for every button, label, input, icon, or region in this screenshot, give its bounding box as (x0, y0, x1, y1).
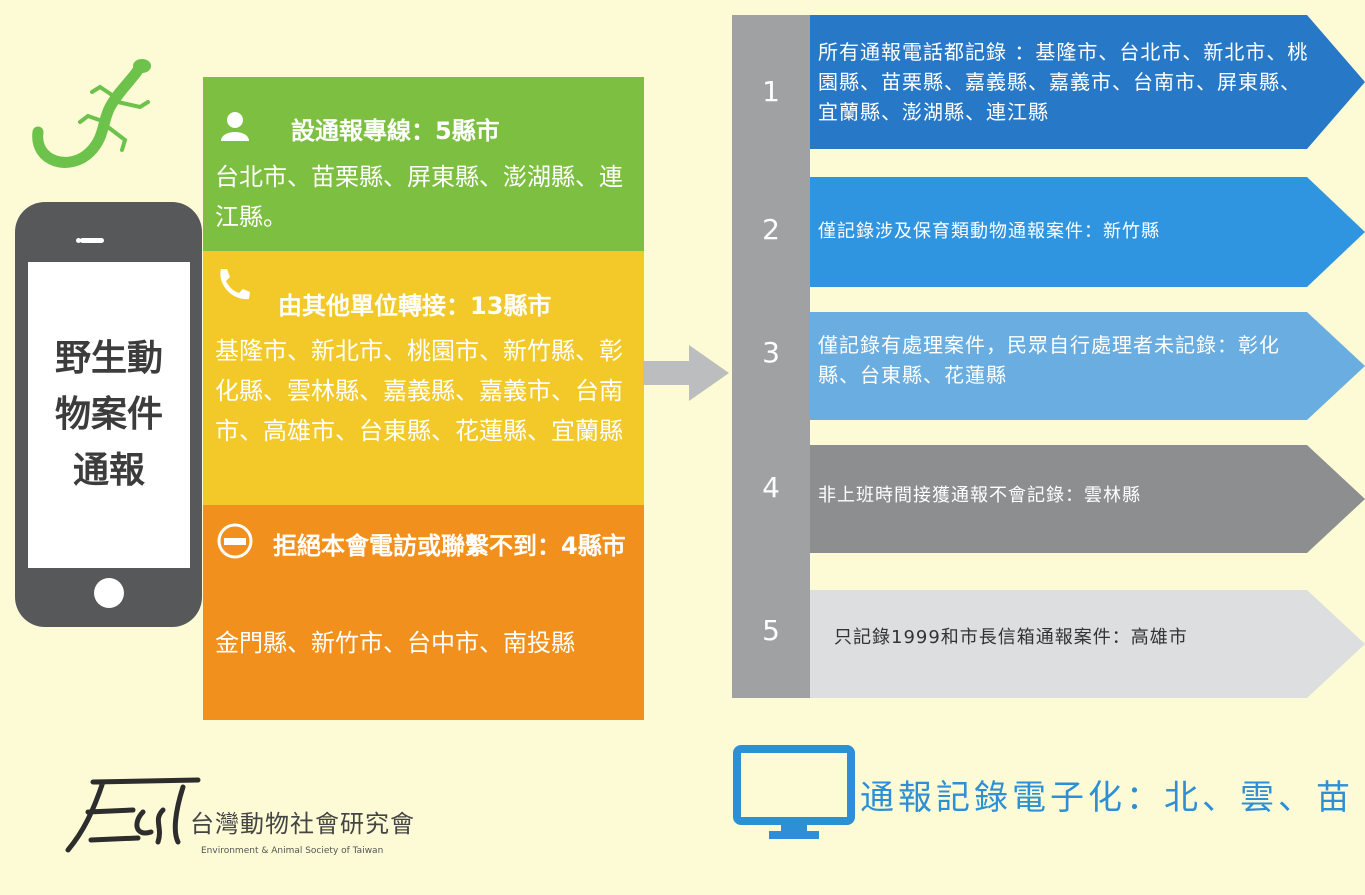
transfer-title: 由其他單位轉接：13縣市 (278, 292, 552, 320)
list-item-arrow-shape (810, 590, 1365, 698)
list-item-number: 3 (762, 336, 780, 369)
digitization-note: 通報記錄電子化：北、雲、苗 (860, 778, 1354, 818)
phone-home-button (94, 578, 124, 608)
organization-english-name: Environment & Animal Society of Taiwan (201, 846, 384, 856)
list-item-text: 所有通報電話都記錄 ：基隆市、台北市、新北市、桃園縣、苗栗縣、嘉義縣、嘉義市、台… (818, 40, 1309, 124)
transfer-block: 由其他單位轉接：13縣市 基隆市、新北市、桃園市、新竹縣、彰化縣、雲林縣、嘉義縣… (203, 251, 644, 505)
list-item-text: 僅記錄有處理案件，民眾自行處理者未記錄：彰化縣、台東縣、花蓮縣 (818, 333, 1280, 387)
east-script-logo (65, 777, 201, 853)
hotline-block: 設通報專線：5縣市 台北市、苗栗縣、屏東縣、澎湖縣、連江縣。 (203, 77, 644, 251)
list-item-text: 只記錄1999和市長信箱通報案件：高雄市 (834, 627, 1188, 648)
list-item: 4 非上班時間接獲通報不會記錄：雲林縣 (732, 445, 1365, 553)
hotline-body: 台北市、苗栗縣、屏東縣、澎湖縣、連江縣。 (215, 163, 623, 231)
hotline-title: 設通報專線：5縣市 (291, 117, 500, 145)
list-item-number: 1 (762, 75, 780, 108)
list-number-column (732, 15, 810, 698)
list-item: 3 僅記錄有處理案件，民眾自行處理者未記錄：彰化縣、台東縣、花蓮縣 (732, 312, 1365, 420)
phone-camera-dot (76, 238, 81, 243)
list-item-arrow-shape (810, 312, 1365, 420)
list-item: 1 所有通報電話都記錄 ：基隆市、台北市、新北市、桃園縣、苗栗縣、嘉義縣、嘉義市、… (732, 15, 1365, 149)
list-item-number: 2 (762, 213, 780, 246)
gecko-logo-icon (32, 59, 151, 168)
list-item-number: 4 (762, 471, 780, 504)
unreachable-title: 拒絕本會電訪或聯繫不到：4縣市 (273, 532, 626, 560)
organization-logo (63, 772, 423, 862)
list-item-number: 5 (762, 614, 780, 647)
unreachable-body: 金門縣、新竹市、台中市、南投縣 (215, 629, 575, 657)
list-item-arrow-shape (810, 445, 1365, 553)
person-icon (221, 112, 249, 141)
list-item-arrow-shape (810, 177, 1365, 287)
phone-speaker (80, 238, 104, 243)
organization-name: 台灣動物社會研究會 (190, 810, 415, 838)
monitor-icon (733, 745, 855, 839)
list-item-text: 僅記錄涉及保育類動物通報案件：新竹縣 (818, 221, 1160, 242)
list-item-arrow-shape (810, 15, 1365, 149)
unreachable-block: 拒絕本會電訪或聯繫不到：4縣市 金門縣、新竹市、台中市、南投縣 (203, 505, 644, 720)
list-item: 2 僅記錄涉及保育類動物通報案件：新竹縣 (732, 177, 1365, 287)
phone-title: 野生動物案件通報 (54, 338, 163, 491)
list-item-text: 非上班時間接獲通報不會記錄：雲林縣 (818, 485, 1141, 506)
phone-screen: 野生動物案件通報 (28, 262, 190, 568)
list-item: 5 只記錄1999和市長信箱通報案件：高雄市 (732, 590, 1365, 698)
transfer-body: 基隆市、新北市、桃園市、新竹縣、彰化縣、雲林縣、嘉義縣、嘉義市、台南市、高雄市、… (215, 337, 623, 445)
right-arrow-icon (643, 345, 729, 401)
no-entry-icon (217, 523, 253, 559)
phone-handset-icon (220, 269, 250, 300)
